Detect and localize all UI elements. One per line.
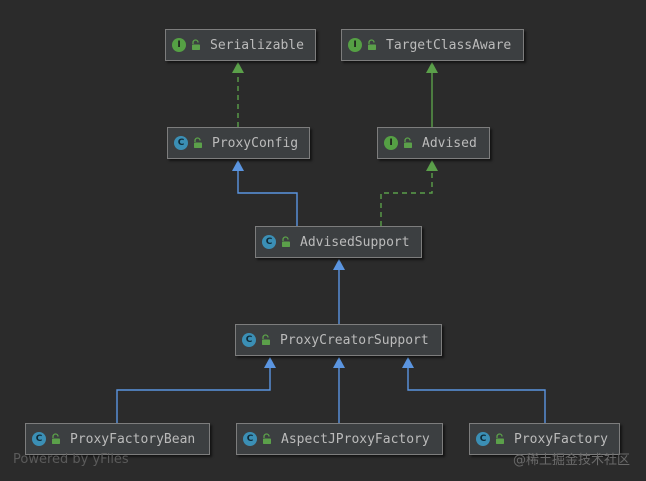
node-target-class-aware[interactable]: I TargetClassAware	[341, 29, 524, 61]
public-lock-icon	[194, 137, 202, 148]
node-proxy-factory[interactable]: C ProxyFactory	[469, 423, 620, 455]
node-advised-support[interactable]: C AdvisedSupport	[255, 226, 422, 258]
edge-proxy-factory-to-proxy-creator-support	[407, 367, 546, 423]
arrowhead	[426, 160, 438, 171]
node-proxy-creator-support[interactable]: C ProxyCreatorSupport	[235, 324, 442, 356]
arrowhead	[333, 357, 345, 368]
class-icon: C	[242, 333, 256, 347]
edge-advised-support-to-proxy-config	[237, 170, 298, 226]
class-icon: C	[174, 136, 188, 150]
yfiles-watermark: Powered by yFiles	[13, 452, 129, 467]
node-serializable[interactable]: I Serializable	[165, 29, 316, 61]
public-lock-icon	[52, 433, 60, 444]
node-label: ProxyCreatorSupport	[280, 332, 429, 348]
arrowhead	[426, 62, 438, 73]
arrowhead	[232, 62, 244, 73]
arrowhead	[232, 160, 244, 171]
interface-icon: I	[384, 136, 398, 150]
node-proxy-config[interactable]: C ProxyConfig	[167, 127, 310, 159]
public-lock-icon	[282, 236, 290, 247]
node-label: ProxyFactoryBean	[70, 431, 196, 447]
class-icon: C	[476, 432, 490, 446]
class-icon: C	[243, 432, 257, 446]
edge-advised-support-to-advised	[380, 170, 433, 226]
interface-icon: I	[348, 38, 362, 52]
node-advised[interactable]: I Advised	[377, 127, 490, 159]
interface-icon: I	[172, 38, 186, 52]
node-aspectj-proxy-factory[interactable]: C AspectJProxyFactory	[236, 423, 443, 455]
node-label: Serializable	[210, 37, 304, 53]
node-label: TargetClassAware	[386, 37, 512, 53]
edge-proxy-factory-bean-to-proxy-creator-support	[116, 367, 271, 423]
node-label: AspectJProxyFactory	[281, 431, 430, 447]
node-label: Advised	[422, 135, 477, 151]
class-icon: C	[262, 235, 276, 249]
arrowhead	[402, 357, 414, 368]
arrowhead	[333, 259, 345, 270]
node-proxy-factory-bean[interactable]: C ProxyFactoryBean	[25, 423, 210, 455]
public-lock-icon	[263, 433, 271, 444]
public-lock-icon	[192, 39, 200, 50]
public-lock-icon	[368, 39, 376, 50]
public-lock-icon	[262, 334, 270, 345]
node-label: AdvisedSupport	[300, 234, 410, 250]
node-label: ProxyConfig	[212, 135, 299, 151]
arrowhead	[264, 357, 276, 368]
public-lock-icon	[496, 433, 504, 444]
juejin-watermark: @稀土掘金技术社区	[512, 453, 630, 468]
public-lock-icon	[404, 137, 412, 148]
class-icon: C	[32, 432, 46, 446]
node-label: ProxyFactory	[514, 431, 608, 447]
